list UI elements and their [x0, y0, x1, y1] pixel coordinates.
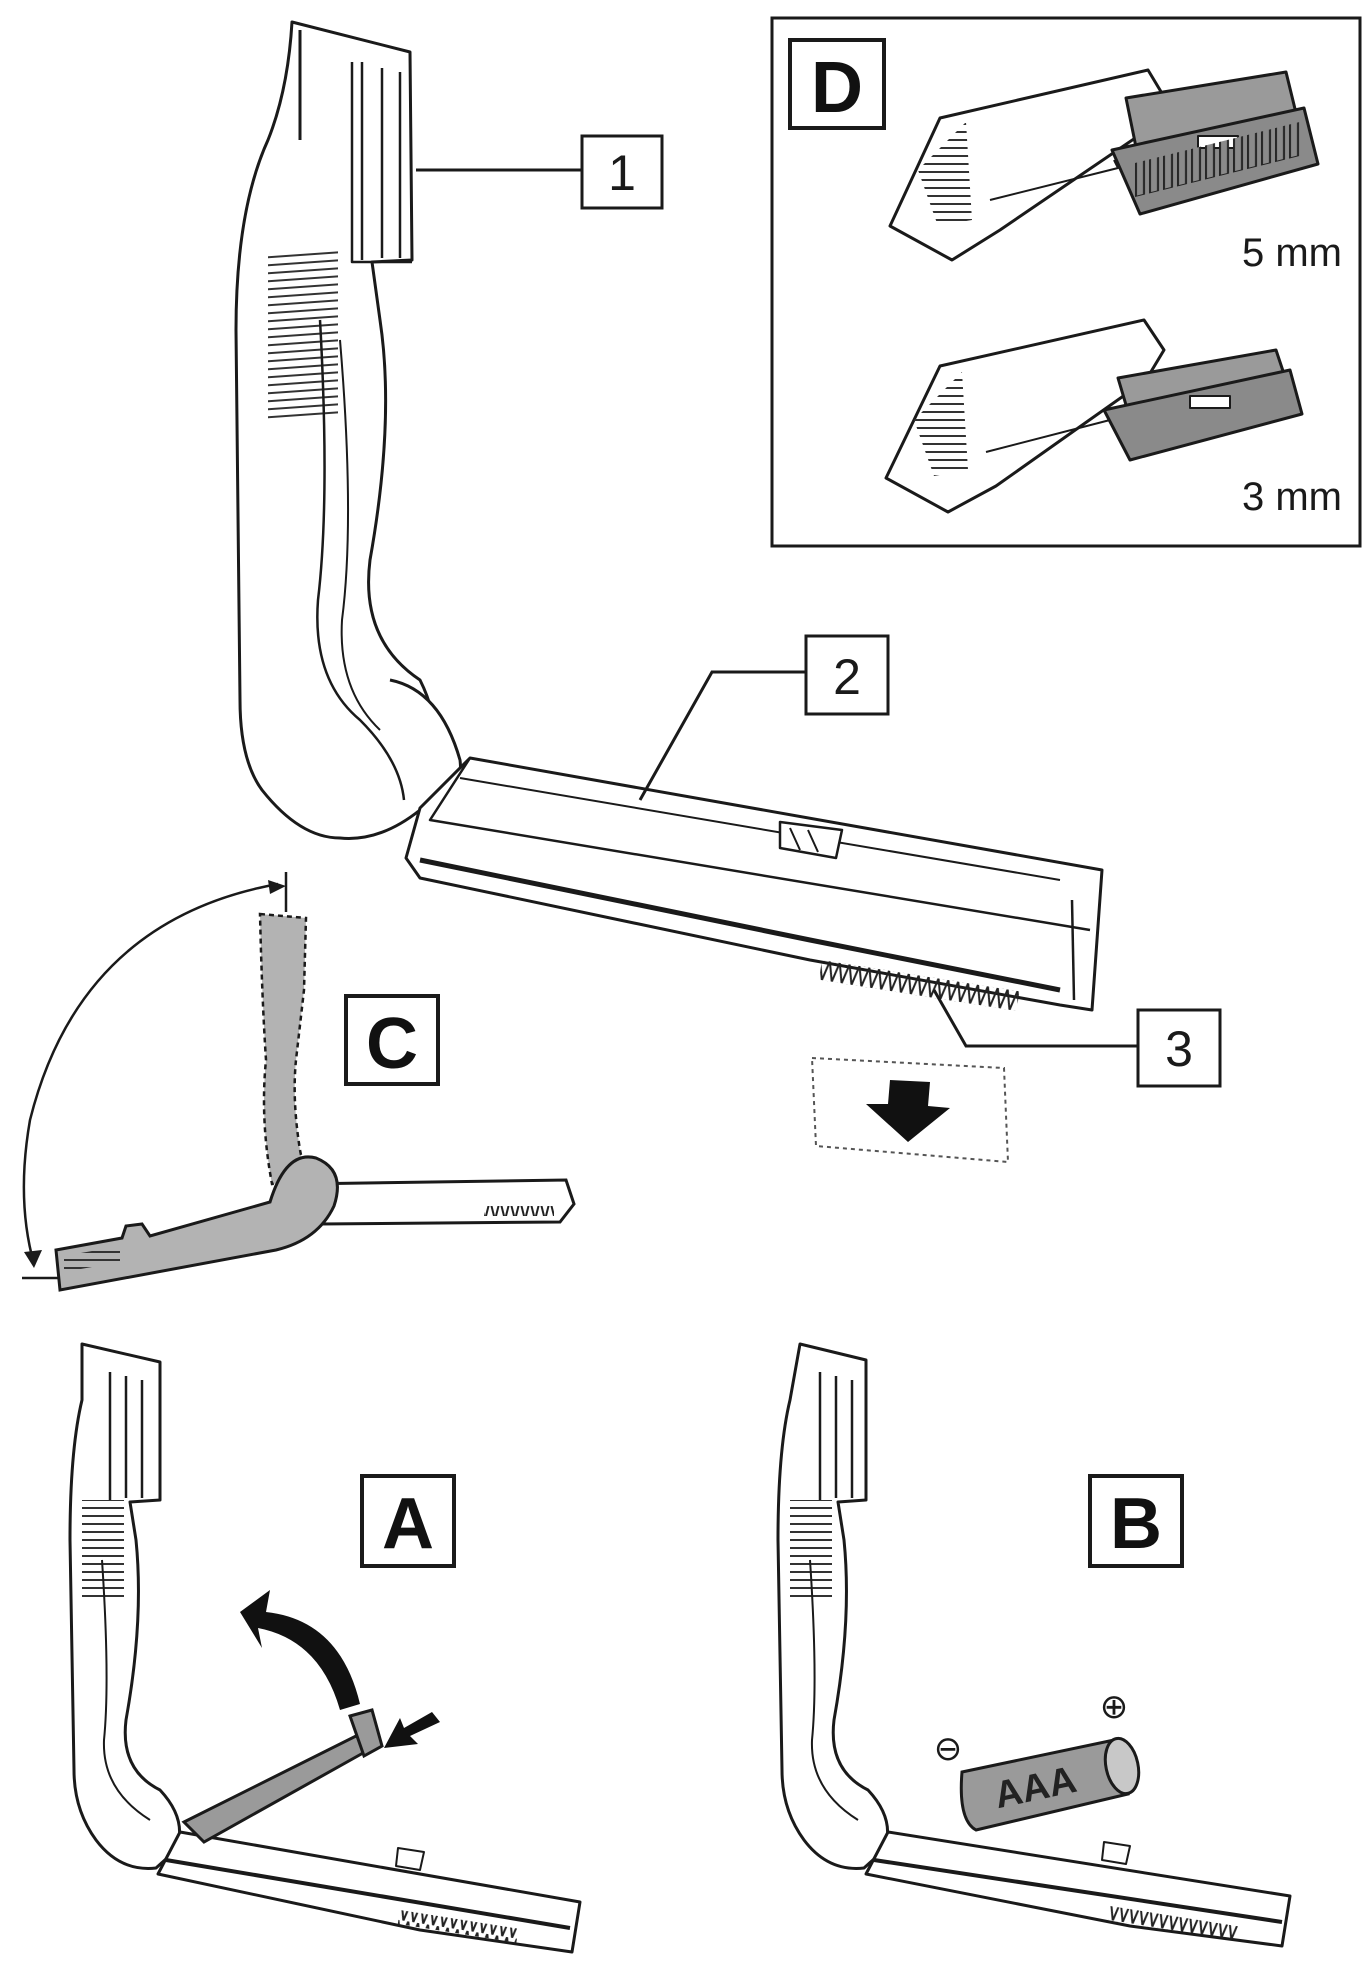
callout-2: 2 — [638, 634, 890, 801]
main-device — [234, 20, 1104, 1012]
callout-2-label: 2 — [833, 649, 861, 705]
panel-c: C — [22, 872, 576, 1292]
inset-d: D 5 mm 3 mm — [770, 16, 1362, 548]
comb-size-3mm: 3 mm — [1242, 475, 1342, 519]
positive-terminal-icon: ⊕ — [1100, 1687, 1129, 1727]
main-handle — [234, 20, 438, 840]
c-base — [298, 1178, 576, 1226]
callout-3: 3 — [932, 989, 1222, 1088]
callout-1-label: 1 — [608, 145, 636, 201]
main-arm — [404, 756, 1104, 1012]
remove-cap-hint — [810, 1056, 1010, 1164]
aaa-battery: AAA — [959, 1736, 1141, 1832]
callout-3-label: 3 — [1165, 1021, 1193, 1077]
down-arrow-icon — [866, 1080, 950, 1142]
main-cutter-teeth — [818, 960, 1020, 1012]
inset-cutter-3mm — [884, 121, 1304, 514]
negative-terminal-icon: ⊖ — [934, 1729, 963, 1769]
battery-lid — [181, 1734, 375, 1844]
callout-1: 1 — [416, 134, 664, 210]
panel-b: B AAA ⊖ ⊕ — [776, 1342, 1292, 1948]
panel-a-label: A — [382, 1484, 434, 1564]
panel-d-label: D — [811, 48, 863, 128]
rotation-arc — [22, 882, 279, 1265]
upright-ghost — [258, 912, 308, 1186]
panel-b-label: B — [1110, 1484, 1162, 1564]
folded-arm — [54, 1155, 339, 1292]
lift-arrow-icon — [240, 1590, 360, 1710]
push-arrow-icon — [384, 1712, 440, 1748]
panel-c-label: C — [366, 1004, 418, 1084]
comb-size-5mm: 5 mm — [1242, 231, 1342, 275]
comb-3mm-icon — [1102, 368, 1304, 462]
panel-a: A — [68, 1342, 582, 1954]
